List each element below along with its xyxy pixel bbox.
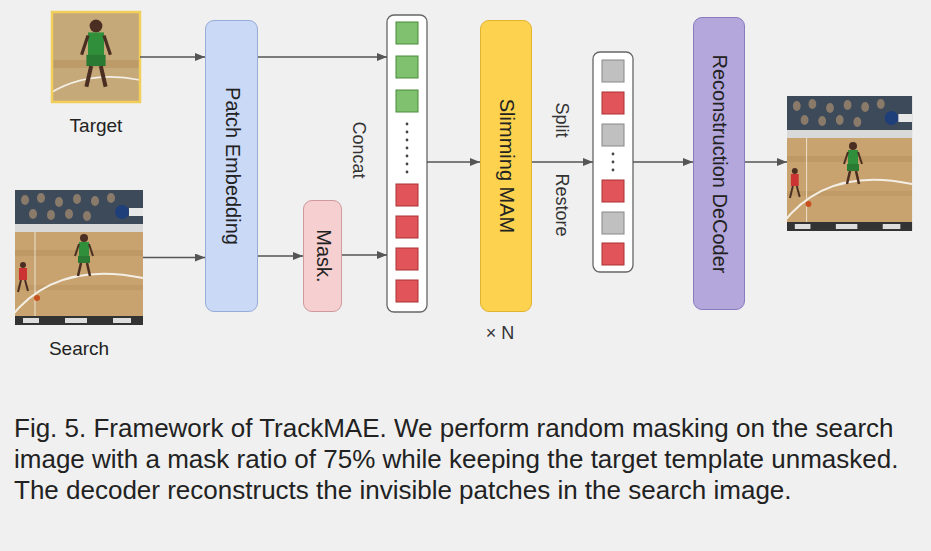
box-label: Slimming MAM — [495, 99, 518, 233]
image-label: Target — [70, 115, 123, 137]
token-column — [387, 15, 427, 312]
target-image — [52, 12, 140, 102]
flow-arrow — [143, 257, 205, 259]
search-image — [10, 190, 143, 325]
process-box: Reconstruction DeCoder — [693, 17, 745, 310]
image-frame: Target — [52, 12, 140, 102]
box-label: Reconstruction DeCoder — [708, 54, 731, 273]
reconstructed-image — [782, 96, 912, 231]
flow-arrow — [140, 56, 205, 58]
image-label: Search — [49, 338, 109, 360]
flow-arrow — [258, 255, 303, 257]
process-box: Mask. — [303, 200, 342, 312]
flow-label: Split — [551, 102, 572, 137]
flow-label: Concat — [348, 121, 369, 178]
box-label: Patch Embedding — [220, 87, 243, 245]
figure-caption: Fig. 5. Framework of TrackMAE. We perfor… — [14, 413, 919, 506]
process-box: Slimming MAM — [480, 20, 532, 312]
process-box: Patch Embedding — [205, 20, 258, 312]
repeat-label: × N — [486, 323, 515, 344]
image-frame: Search — [15, 190, 143, 325]
box-label: Mask. — [311, 229, 334, 282]
token-column — [593, 52, 633, 272]
flow-label: Restore — [551, 173, 572, 236]
